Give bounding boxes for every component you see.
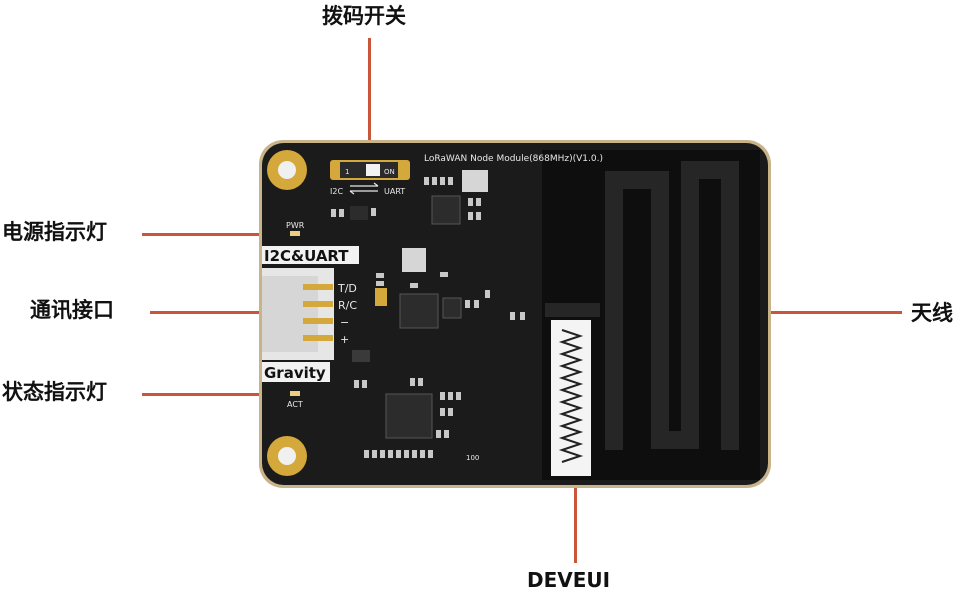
leader-line-dip-switch: [368, 38, 371, 160]
callout-status-led: 状态指示灯: [2, 380, 107, 404]
callout-interface: 通讯接口: [30, 298, 114, 322]
switch-uart-label: UART: [384, 187, 405, 196]
leader-line-deveui: [574, 475, 577, 563]
pin-plus-label: +: [340, 333, 349, 346]
gravity-label: Gravity: [264, 364, 326, 382]
i2c-uart-label: I2C&UART: [264, 247, 349, 265]
leader-line-status-led: [142, 393, 286, 396]
pwr-label: PWR: [286, 221, 305, 230]
power-led: [290, 231, 300, 236]
antenna-trace: [605, 161, 739, 450]
callout-deveui: DEVEUI: [527, 568, 611, 592]
switch-one-label: 1: [345, 168, 349, 176]
leader-line-power-led: [142, 233, 290, 236]
pin-rc-label: R/C: [338, 299, 357, 312]
act-label: ACT: [287, 400, 303, 409]
chip-small-top: [431, 195, 461, 225]
switch-on-label: ON: [384, 168, 395, 176]
callout-antenna: 天线: [911, 301, 953, 325]
connector-pins: [303, 284, 333, 341]
callout-dip-switch: 拨码开关: [322, 4, 406, 28]
board-title: LoRaWAN Node Module(868MHz)(V1.0.): [424, 154, 603, 164]
status-led: [290, 391, 300, 396]
leader-line-interface: [150, 311, 262, 314]
switch-i2c-label: I2C: [330, 187, 343, 196]
chip-mcu-mid: [399, 293, 439, 329]
chip-main: [385, 393, 433, 439]
crystal: [462, 170, 488, 192]
capacitor: [375, 288, 387, 306]
deveui-zigzag: [558, 329, 584, 463]
pin-minus-label: −: [340, 316, 349, 329]
crystal-2: [402, 248, 426, 272]
callout-power-led: 电源指示灯: [2, 220, 107, 244]
smd-components: [331, 177, 525, 458]
dip-switch-knob[interactable]: [366, 164, 380, 176]
board-code-label: 100: [466, 454, 479, 462]
switch-arrows-icon: [349, 182, 379, 195]
pin-td-label: T/D: [337, 282, 357, 295]
chip-small-mid: [442, 297, 462, 319]
leader-line-antenna: [752, 311, 902, 314]
